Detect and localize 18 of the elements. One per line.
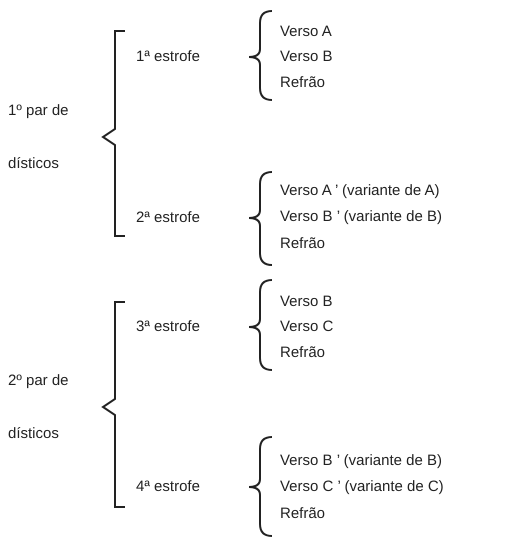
verse-line: Refrão xyxy=(280,74,326,92)
verse-line: Refrão xyxy=(280,235,326,253)
stanza-label: 3ª estrofe xyxy=(136,318,200,336)
verse-line: Verso B xyxy=(280,293,333,311)
group-label: 1º par de dísticos xyxy=(8,101,70,174)
verse-line: Verso C xyxy=(280,318,334,336)
stanza-label: 2ª estrofe xyxy=(136,209,200,227)
stanza-label: 4ª estrofe xyxy=(136,478,200,496)
verse-line: Verso B ’ (variante de B) xyxy=(280,208,442,226)
verse-line: Refrão xyxy=(280,344,326,362)
verse-line: Verso A ’ (variante de A) xyxy=(280,182,440,200)
stanza-label: 1ª estrofe xyxy=(136,48,200,66)
verse-line: Verso A xyxy=(280,23,332,41)
group-label: 2º par de dísticos xyxy=(8,371,70,444)
verse-line: Verso C ’ (variante de C) xyxy=(280,478,444,496)
verse-line: Verso B xyxy=(280,48,333,66)
verse-line: Refrão xyxy=(280,505,326,523)
verse-line: Verso B ’ (variante de B) xyxy=(280,452,442,470)
